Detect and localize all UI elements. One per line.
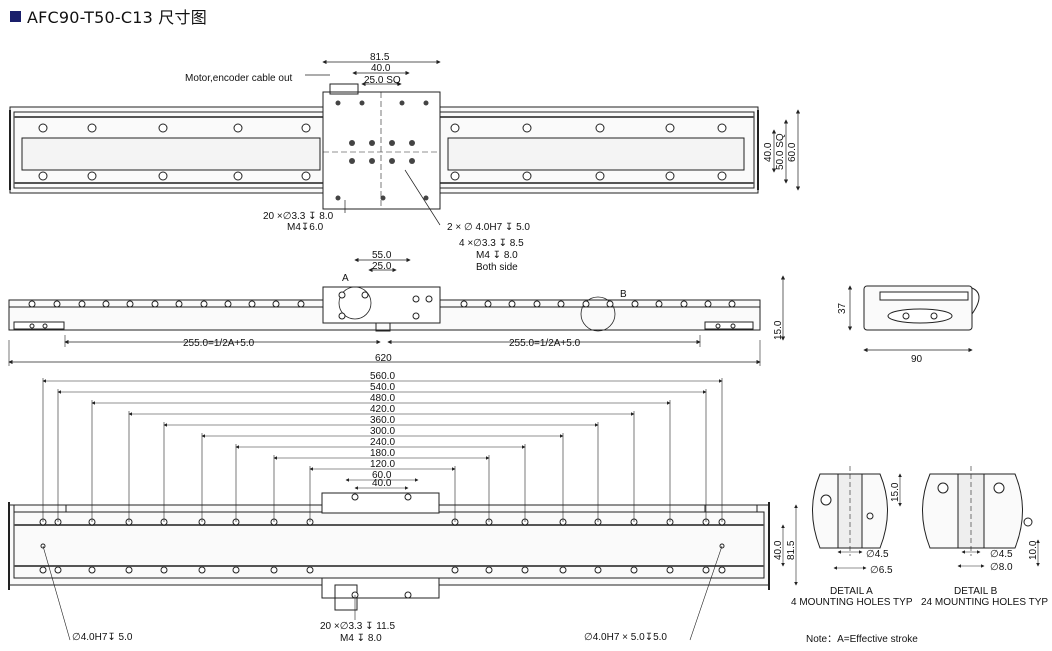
bottom-dim-120: 120.0 xyxy=(370,459,395,470)
stroke-note: Note：A=Effective stroke xyxy=(806,634,918,645)
top-dim-40-vertical: 40.0 xyxy=(763,142,774,162)
detail-a-marker: A xyxy=(342,273,349,284)
detail-b-caption-1: DETAIL B xyxy=(954,586,998,597)
bottom-dim-60: 60.0 xyxy=(372,470,392,481)
bottom-dim-180: 180.0 xyxy=(370,448,395,459)
end-view xyxy=(847,285,980,353)
detail-b-dim-4-5: ∅4.5 xyxy=(990,549,1013,560)
detail-b-marker: B xyxy=(620,289,627,300)
side-dim-25: 25.0 xyxy=(372,261,392,272)
detail-a-dim-6-5: ∅6.5 xyxy=(870,565,893,576)
detail-b-dim-8: ∅8.0 xyxy=(990,562,1013,573)
title-square-icon xyxy=(10,10,21,22)
bottom-dim-420: 420.0 xyxy=(370,404,395,415)
top-view xyxy=(9,59,801,226)
bottom-callout-mid-2: M4 ↧ 8.0 xyxy=(340,633,382,644)
end-dim-37: 37 xyxy=(837,302,848,314)
detail-b-dim-10: 10.0 xyxy=(1028,540,1039,560)
detail-a-dim-15: 15.0 xyxy=(890,482,901,502)
detail-a-caption-1: DETAIL A xyxy=(830,586,873,597)
detail-b-caption-2: 24 MOUNTING HOLES TYP xyxy=(921,597,1048,608)
end-dim-90: 90 xyxy=(911,354,923,365)
bottom-callout-right: ∅4.0H7 × 5.0↧5.0 xyxy=(584,632,667,643)
side-dim-15: 15.0 xyxy=(773,320,784,340)
detail-a-dim-4-5: ∅4.5 xyxy=(866,549,889,560)
side-dim-620: 620 xyxy=(375,353,392,364)
bottom-dim-300: 300.0 xyxy=(370,426,395,437)
bottom-dim-40: 40.0 xyxy=(372,478,392,489)
holes-right-callout-2: 4 ×∅3.3 ↧ 8.5 xyxy=(459,238,524,249)
bottom-callout-mid-1: 20 ×∅3.3 ↧ 11.5 xyxy=(320,621,395,632)
bottom-dim-360: 360.0 xyxy=(370,415,395,426)
holes-left-callout-2: M4↧6.0 xyxy=(287,222,324,233)
bottom-callout-left: ∅4.0H7↧ 5.0 xyxy=(72,632,133,643)
bottom-view xyxy=(8,378,798,641)
side-dim-half-a-left: 255.0=1/2A+5.0 xyxy=(183,338,255,349)
detail-a-caption-2: 4 MOUNTING HOLES TYP xyxy=(791,597,913,608)
side-dim-55: 55.0 xyxy=(372,250,392,261)
bottom-dim-40-vertical: 40.0 xyxy=(773,540,784,560)
top-dim-81-5: 81.5 xyxy=(370,52,390,63)
holes-right-callout-4: Both side xyxy=(476,262,518,273)
top-dim-40: 40.0 xyxy=(371,63,391,74)
top-dim-25-sq: 25.0 SQ xyxy=(364,75,401,86)
bottom-dim-560: 560.0 xyxy=(370,371,395,382)
detail-a-view xyxy=(812,466,902,570)
detail-b-view xyxy=(922,466,1040,568)
cable-callout: Motor,encoder cable out xyxy=(185,73,293,84)
bottom-dim-240: 240.0 xyxy=(370,437,395,448)
side-view xyxy=(8,257,786,366)
bottom-dim-480: 480.0 xyxy=(370,393,395,404)
holes-right-callout-3: M4 ↧ 8.0 xyxy=(476,250,518,261)
top-dim-60: 60.0 xyxy=(787,142,798,162)
side-dim-half-a-right: 255.0=1/2A+5.0 xyxy=(509,338,581,349)
bottom-dim-81-5: 81.5 xyxy=(786,540,797,560)
page-title: AFC90-T50-C13 尺寸图 xyxy=(27,8,207,27)
bottom-dim-540: 540.0 xyxy=(370,382,395,393)
holes-right-callout-1: 2 × ∅ 4.0H7 ↧ 5.0 xyxy=(447,222,530,233)
top-dim-50-sq: 50.0 SQ xyxy=(775,133,786,170)
holes-left-callout-1: 20 ×∅3.3 ↧ 8.0 xyxy=(263,211,334,222)
title-bar: AFC90-T50-C13 尺寸图 xyxy=(10,4,207,28)
